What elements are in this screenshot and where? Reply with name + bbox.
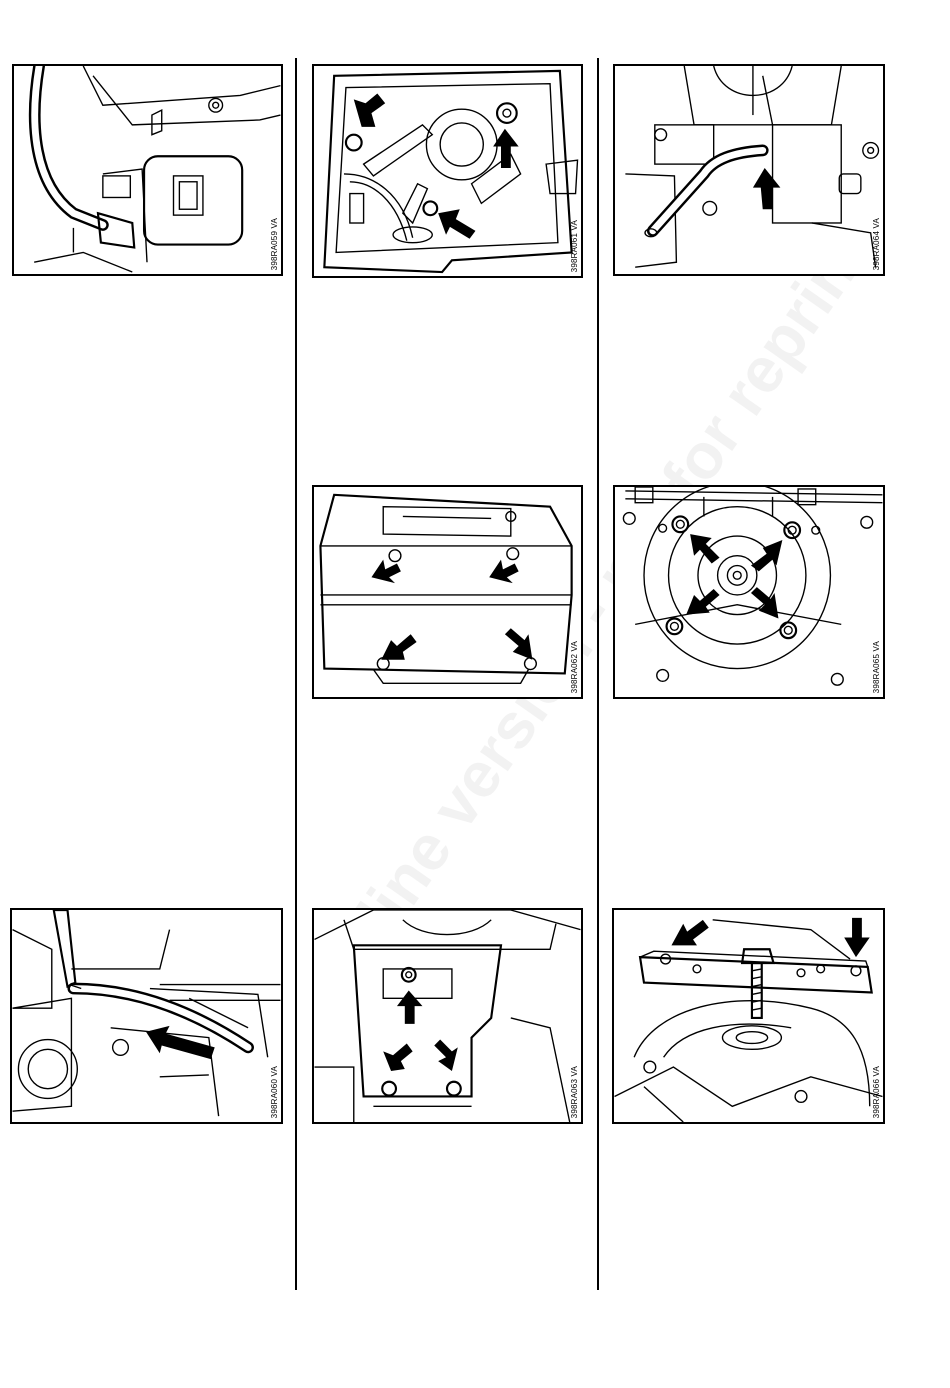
figure-code: 398RA059 VA [270,218,279,270]
crankcase-flange-illustration [615,487,883,697]
tank-housing-illustration [314,487,581,697]
figure-code: 398RA066 VA [872,1066,881,1118]
screwdriver-hose-illustration [12,910,281,1122]
figure-cover-plate: 398RA063 VA [312,908,583,1124]
figure-code: 398RA065 VA [872,641,881,693]
figure-code: 398RA064 VA [872,218,881,270]
cover-plate-illustration [314,910,581,1122]
figure-ignition-lead: 398RA059 VA [12,64,283,276]
ignition-lead-illustration [14,66,281,274]
figure-puller-tool: 398RA066 VA [612,908,885,1124]
figure-screwdriver-hose: 398RA060 VA [10,908,283,1124]
carburetor-box-illustration [314,66,581,276]
column-divider-right [597,58,599,1290]
figure-carburetor-box: 398RA061 VA [312,64,583,278]
figure-code: 398RA060 VA [270,1066,279,1118]
figure-code: 398RA061 VA [570,220,579,272]
figure-tank-housing: 398RA062 VA [312,485,583,699]
impulse-hose-illustration [615,66,883,274]
figure-code: 398RA063 VA [570,1066,579,1118]
figure-crankcase-flange: 398RA065 VA [613,485,885,699]
figure-impulse-hose: 398RA064 VA [613,64,885,276]
puller-tool-illustration [614,910,883,1122]
column-divider-left [295,58,297,1290]
figure-code: 398RA062 VA [570,641,579,693]
